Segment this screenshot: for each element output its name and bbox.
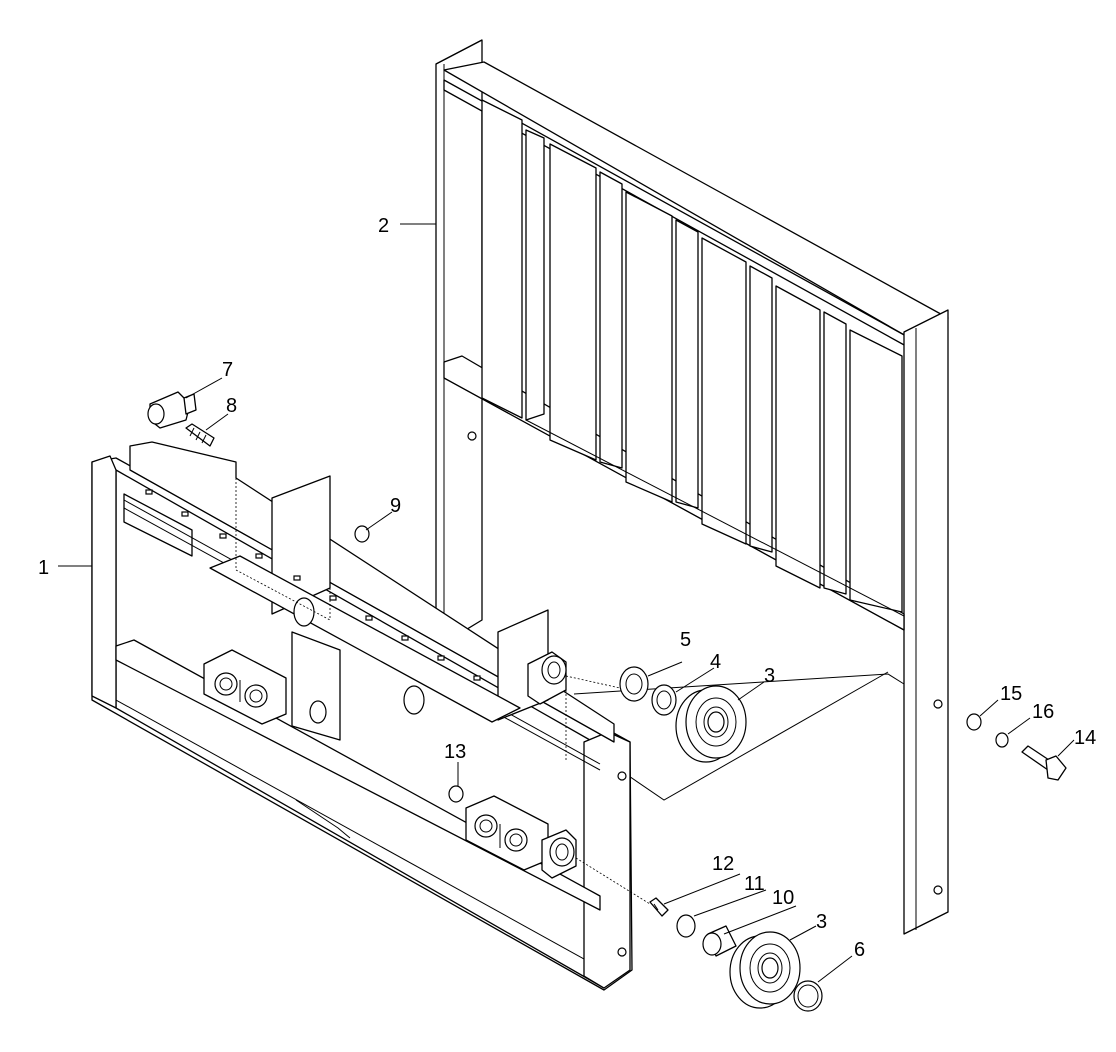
callout-2: 2 — [378, 215, 389, 237]
callout-6: 6 — [854, 939, 865, 961]
screw-8 — [185, 423, 215, 447]
callout-15: 15 — [1000, 683, 1022, 705]
callout-3-upper: 3 — [764, 665, 775, 687]
backrest-hole — [467, 431, 477, 441]
spacer-10 — [702, 925, 737, 957]
fork-clamp-right — [465, 795, 549, 871]
carriage-shaft-lower — [541, 829, 577, 879]
cylinder-collar — [403, 685, 425, 715]
backrest-slats — [481, 99, 903, 613]
backrest-hole — [933, 885, 943, 895]
bolt-14 — [1021, 745, 1067, 781]
screw-12 — [649, 897, 669, 917]
assembly-paths — [235, 478, 651, 905]
callout-3-lower: 3 — [816, 911, 827, 933]
fork-clamp-left — [203, 649, 287, 725]
bar-slots — [145, 489, 481, 681]
nut-9 — [354, 525, 370, 543]
load-backrest — [435, 39, 949, 935]
callout-labels: 1 2 3 3 4 5 6 7 8 9 10 11 12 13 14 15 16 — [38, 215, 1096, 961]
washer-15 — [966, 713, 982, 731]
cylinder-collar — [293, 597, 315, 627]
snap-ring-6 — [793, 980, 823, 1012]
callout-9: 9 — [390, 495, 401, 517]
callout-10: 10 — [772, 887, 794, 909]
callout-12: 12 — [712, 853, 734, 875]
callout-11: 11 — [744, 873, 765, 895]
carriage-hole — [617, 771, 627, 781]
hanger-hole — [309, 700, 327, 724]
nut-13 — [448, 785, 464, 803]
fork-carriage — [91, 441, 633, 991]
carriage-shaft-upper — [527, 651, 567, 705]
ring-11 — [676, 914, 696, 938]
lock-washer-16 — [995, 732, 1009, 748]
carriage-hole — [617, 947, 627, 957]
washer-5 — [619, 666, 649, 702]
callout-13: 13 — [444, 741, 466, 763]
callout-8: 8 — [226, 395, 237, 417]
callout-1: 1 — [38, 557, 49, 579]
roller-3-upper — [675, 685, 747, 763]
pin-7 — [147, 391, 197, 429]
backrest-hole — [933, 699, 943, 709]
callout-7: 7 — [222, 359, 233, 381]
roller-3-lower — [729, 931, 801, 1009]
callout-16: 16 — [1032, 701, 1054, 723]
leader-lines — [58, 223, 1075, 983]
callout-14: 14 — [1074, 727, 1096, 749]
washer-4 — [651, 684, 677, 716]
callout-4: 4 — [710, 651, 721, 673]
callout-5: 5 — [680, 629, 691, 651]
